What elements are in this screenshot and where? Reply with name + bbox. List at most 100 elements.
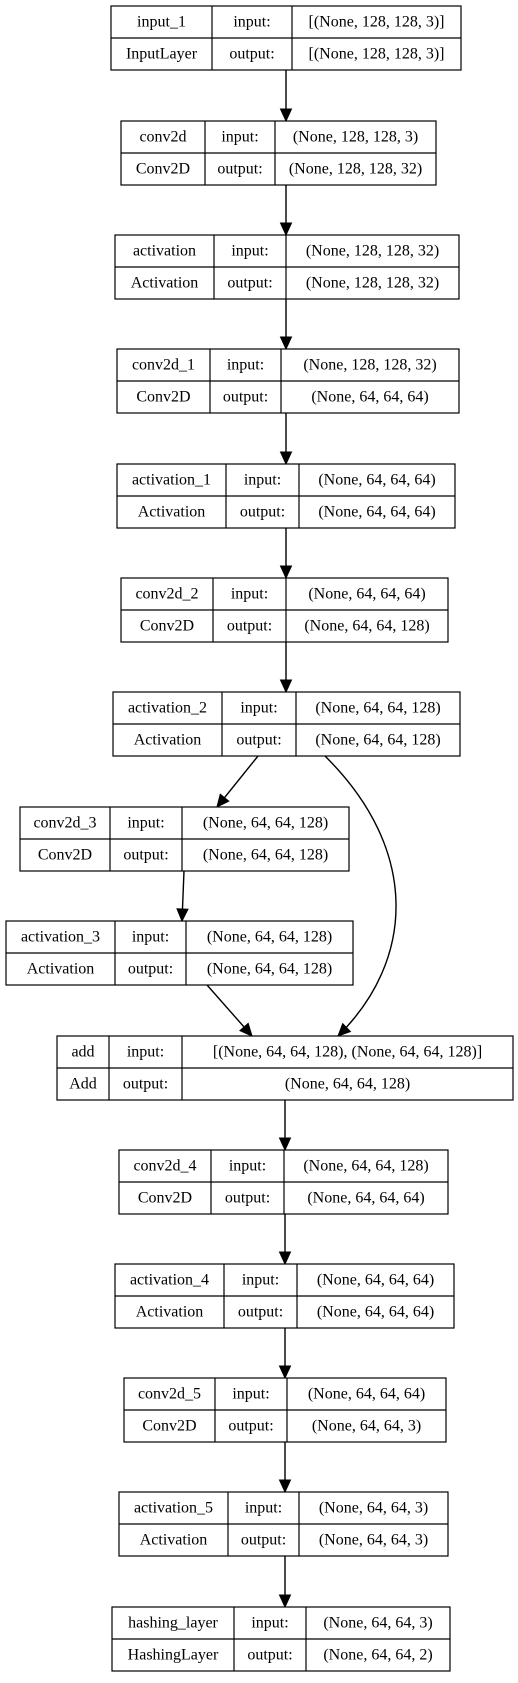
- input-label: input:: [242, 1272, 279, 1289]
- output-shape: (None, 64, 64, 64): [317, 1304, 434, 1321]
- arrowhead-icon: [279, 222, 293, 237]
- arrowhead-icon: [279, 108, 293, 123]
- layer-name: conv2d_3: [33, 815, 96, 832]
- arrowhead-icon: [278, 1365, 292, 1380]
- layer-type: Activation: [136, 1304, 204, 1321]
- input-shape: (None, 64, 64, 128): [303, 1158, 428, 1175]
- output-label: output:: [236, 732, 281, 749]
- layer-name: conv2d: [139, 129, 186, 146]
- input-shape: (None, 64, 64, 128): [315, 700, 440, 717]
- output-shape: (None, 64, 64, 64): [318, 504, 435, 521]
- layer-name: activation_1: [132, 472, 211, 489]
- input-shape: (None, 64, 64, 64): [308, 1386, 425, 1403]
- output-label: output:: [227, 618, 272, 635]
- output-shape: (None, 128, 128, 32): [306, 275, 439, 292]
- layer-name: conv2d_1: [132, 357, 195, 374]
- input-label: input:: [244, 472, 281, 489]
- input-label: input:: [232, 1386, 269, 1403]
- layer-node-activation: activationActivationinput:output:(None, …: [114, 234, 460, 300]
- input-label: input:: [221, 129, 258, 146]
- layer-name: conv2d_5: [138, 1386, 201, 1403]
- edge-activation_2-to-add: [324, 755, 397, 1037]
- layer-type: Conv2D: [140, 618, 194, 635]
- input-label: input:: [132, 929, 169, 946]
- input-label: input:: [251, 1615, 288, 1632]
- layer-type: Activation: [134, 732, 202, 749]
- output-shape: (None, 64, 64, 128): [304, 618, 429, 635]
- output-label: output:: [223, 389, 268, 406]
- arrowhead-icon: [278, 1594, 292, 1609]
- layer-name: conv2d_4: [133, 1158, 196, 1175]
- input-shape: (None, 64, 64, 128): [203, 815, 328, 832]
- layer-type: Activation: [27, 961, 95, 978]
- input-label: input:: [233, 14, 270, 31]
- output-shape: (None, 64, 64, 128): [315, 732, 440, 749]
- input-shape: [(None, 64, 64, 128), (None, 64, 64, 128…: [213, 1044, 482, 1061]
- input-shape: (None, 128, 128, 32): [306, 243, 439, 260]
- layer-type: Activation: [131, 275, 199, 292]
- input-shape: (None, 128, 128, 32): [303, 357, 436, 374]
- output-label: output:: [229, 46, 274, 63]
- layer-type: Activation: [138, 504, 206, 521]
- layer-name: activation_2: [128, 700, 207, 717]
- layer-name: activation_4: [130, 1272, 209, 1289]
- layer-type: Conv2D: [142, 1418, 196, 1435]
- layer-name: add: [71, 1044, 94, 1061]
- layer-name: conv2d_2: [135, 586, 198, 603]
- output-label: output:: [123, 847, 168, 864]
- output-shape: (None, 64, 64, 2): [323, 1647, 432, 1664]
- input-label: input:: [231, 243, 268, 260]
- output-shape: (None, 64, 64, 128): [207, 961, 332, 978]
- arrowhead-icon: [278, 1137, 292, 1152]
- output-shape: (None, 128, 128, 32): [289, 161, 422, 178]
- output-shape: (None, 64, 64, 3): [312, 1418, 421, 1435]
- output-shape: (None, 64, 64, 64): [311, 389, 428, 406]
- output-label: output:: [241, 1532, 286, 1549]
- layer-type: InputLayer: [126, 46, 198, 63]
- input-shape: (None, 64, 64, 128): [207, 929, 332, 946]
- layer-name: activation_5: [134, 1500, 213, 1517]
- input-shape: (None, 64, 64, 3): [319, 1500, 428, 1517]
- edges-layer: [176, 70, 397, 1609]
- output-shape: [(None, 128, 128, 3)]: [309, 46, 445, 63]
- arrowhead-icon: [279, 565, 293, 580]
- input-shape: (None, 64, 64, 3): [323, 1615, 432, 1632]
- input-label: input:: [229, 1158, 266, 1175]
- arrowhead-icon: [337, 1022, 352, 1037]
- layer-type: Conv2D: [136, 161, 190, 178]
- input-label: input:: [127, 815, 164, 832]
- arrowhead-icon: [279, 679, 293, 694]
- layer-name: activation_3: [21, 929, 100, 946]
- output-shape: (None, 64, 64, 128): [203, 847, 328, 864]
- layer-type: Conv2D: [136, 389, 190, 406]
- output-shape: (None, 64, 64, 3): [319, 1532, 428, 1549]
- input-shape: (None, 64, 64, 64): [318, 472, 435, 489]
- output-label: output:: [240, 504, 285, 521]
- arrowhead-icon: [279, 336, 293, 351]
- layer-node-activation_2: activation_2Activationinput:output:(None…: [112, 691, 461, 757]
- layer-type: Conv2D: [138, 1190, 192, 1207]
- output-label: output:: [227, 275, 272, 292]
- input-shape: (None, 128, 128, 3): [293, 129, 418, 146]
- layer-type: Conv2D: [38, 847, 92, 864]
- output-label: output:: [128, 961, 173, 978]
- output-label: output:: [247, 1647, 292, 1664]
- output-label: output:: [238, 1304, 283, 1321]
- layer-name: hashing_layer: [128, 1615, 218, 1632]
- output-shape: (None, 64, 64, 64): [307, 1190, 424, 1207]
- input-label: input:: [227, 357, 264, 374]
- layer-type: Activation: [140, 1532, 208, 1549]
- arrowhead-icon: [239, 1022, 253, 1037]
- layer-type: Add: [69, 1076, 97, 1093]
- arrowhead-icon: [176, 908, 189, 923]
